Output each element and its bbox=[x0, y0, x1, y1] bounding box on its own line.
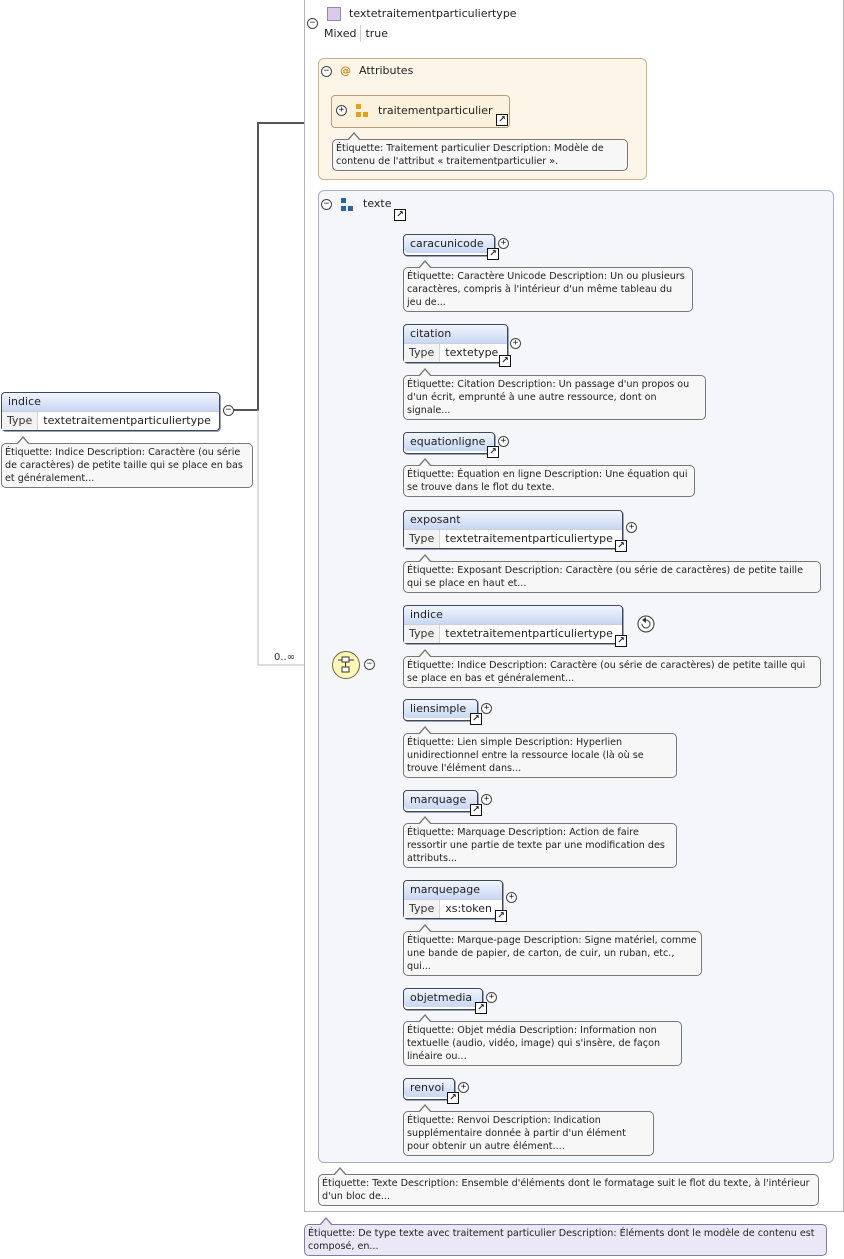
element-name: caracunicode bbox=[404, 235, 494, 253]
sequence-symbol-icon bbox=[338, 656, 354, 673]
reference-arrow-icon[interactable]: ↗ bbox=[447, 1092, 459, 1104]
element-exposant[interactable]: exposant Type textetraitementparticulier… bbox=[403, 510, 623, 549]
type-value: textetype bbox=[445, 346, 499, 359]
type-value: textetraitementparticuliertype bbox=[43, 414, 211, 427]
expand-icon[interactable]: + bbox=[486, 992, 497, 1003]
expand-icon[interactable]: + bbox=[458, 1082, 469, 1093]
reference-arrow-icon[interactable]: ↗ bbox=[487, 248, 499, 260]
element-liensimple[interactable]: liensimple bbox=[403, 699, 478, 721]
collapse-icon[interactable]: − bbox=[321, 66, 332, 77]
reference-arrow-icon[interactable]: ↗ bbox=[487, 446, 499, 458]
element-name: marquage bbox=[404, 791, 477, 809]
root-element-indice[interactable]: indice Type textetraitementparticulierty… bbox=[1, 392, 220, 431]
attributes-title: Attributes bbox=[359, 64, 414, 77]
element-note: Étiquette: Renvoi Description: Indicatio… bbox=[403, 1104, 654, 1156]
type-row: Type textetraitementparticuliertype bbox=[2, 411, 219, 430]
element-indice[interactable]: indice Type textetraitementparticulierty… bbox=[403, 605, 623, 644]
type-row: Type textetraitementparticuliertype bbox=[404, 529, 622, 548]
group-icon bbox=[341, 198, 353, 211]
element-note: Étiquette: Marquage Description: Action … bbox=[403, 816, 677, 868]
element-name: indice bbox=[2, 393, 219, 411]
sequence-compositor-icon[interactable] bbox=[332, 651, 360, 679]
expand-icon[interactable]: + bbox=[481, 794, 492, 805]
occurrence-label: 0..∞ bbox=[274, 652, 296, 663]
element-note: Étiquette: Marque-page Description: Sign… bbox=[403, 924, 702, 976]
element-note: Étiquette: Exposant Description: Caractè… bbox=[403, 554, 821, 593]
type-label: Type bbox=[2, 412, 39, 430]
element-name: objetmedia bbox=[404, 989, 482, 1007]
reference-arrow-icon[interactable]: ↗ bbox=[475, 1002, 487, 1014]
mixed-label: Mixed bbox=[320, 25, 362, 42]
group-name: texte bbox=[363, 197, 392, 210]
element-name: equationligne bbox=[404, 433, 494, 451]
element-name: exposant bbox=[404, 511, 622, 529]
reference-arrow-icon[interactable]: ↗ bbox=[615, 540, 627, 552]
group-note: Étiquette: Texte Description: Ensemble d… bbox=[318, 1167, 819, 1206]
mixed-row: Mixed true bbox=[320, 25, 392, 42]
recursion-icon[interactable] bbox=[636, 614, 656, 634]
element-note: Étiquette: Caractère Unicode Description… bbox=[403, 260, 693, 312]
element-name: citation bbox=[404, 325, 507, 343]
type-row: Type textetraitementparticuliertype bbox=[404, 624, 622, 643]
attribute-icon: @ bbox=[340, 64, 351, 77]
reference-arrow-icon[interactable]: ↗ bbox=[394, 209, 406, 221]
expand-icon[interactable]: + bbox=[498, 436, 509, 447]
element-citation[interactable]: citation Type textetype bbox=[403, 324, 508, 363]
root-note: Étiquette: Indice Description: Caractère… bbox=[1, 436, 253, 488]
element-marquepage[interactable]: marquepage Type xs:token bbox=[403, 880, 503, 919]
expand-icon[interactable]: + bbox=[498, 238, 509, 249]
expand-icon[interactable]: + bbox=[510, 338, 521, 349]
element-name: liensimple bbox=[404, 700, 477, 718]
attribute-note: Étiquette: Traitement particulier Descri… bbox=[332, 132, 628, 171]
type-value: xs:token bbox=[445, 902, 492, 915]
collapse-icon[interactable]: − bbox=[307, 18, 318, 29]
reference-arrow-icon[interactable]: ↗ bbox=[615, 635, 627, 647]
element-caracunicode[interactable]: caracunicode bbox=[403, 234, 495, 256]
complex-type-icon bbox=[327, 7, 341, 21]
reference-arrow-icon[interactable]: ↗ bbox=[499, 355, 511, 367]
element-note: Étiquette: Indice Description: Caractère… bbox=[403, 649, 821, 688]
complex-type-name: textetraitementparticuliertype bbox=[349, 7, 517, 20]
type-value: textetraitementparticuliertype bbox=[445, 532, 613, 545]
type-label: Type bbox=[404, 344, 441, 362]
reference-arrow-icon[interactable]: ↗ bbox=[470, 804, 482, 816]
reference-arrow-icon[interactable]: ↗ bbox=[495, 910, 507, 922]
type-row: Type xs:token bbox=[404, 899, 502, 918]
expand-icon[interactable]: + bbox=[506, 892, 517, 903]
type-label: Type bbox=[404, 625, 441, 643]
element-note: Étiquette: Objet média Description: Info… bbox=[403, 1014, 682, 1066]
collapse-icon[interactable]: − bbox=[321, 199, 332, 210]
element-note: Étiquette: Équation en ligne Description… bbox=[403, 458, 695, 497]
reference-arrow-icon[interactable]: ↗ bbox=[496, 114, 508, 126]
element-note: Étiquette: Lien simple Description: Hype… bbox=[403, 726, 677, 778]
element-marquage[interactable]: marquage bbox=[403, 790, 478, 812]
type-value: textetraitementparticuliertype bbox=[445, 627, 613, 640]
element-equationligne[interactable]: equationligne bbox=[403, 432, 495, 454]
expand-icon[interactable]: + bbox=[481, 703, 492, 714]
expand-icon[interactable]: + bbox=[336, 105, 347, 116]
attribute-group-traitementparticulier[interactable]: + traitementparticulier ↗ bbox=[331, 95, 510, 128]
expand-icon[interactable]: + bbox=[626, 522, 637, 533]
attribute-group-label: traitementparticulier bbox=[378, 104, 493, 117]
type-row: Type textetype bbox=[404, 343, 507, 362]
attribute-group-icon bbox=[356, 104, 368, 117]
type-label: Type bbox=[404, 900, 441, 918]
element-name: renvoi bbox=[404, 1079, 454, 1097]
complex-type-note: Étiquette: De type texte avec traitement… bbox=[304, 1217, 827, 1256]
element-renvoi[interactable]: renvoi bbox=[403, 1078, 455, 1100]
element-name: marquepage bbox=[404, 881, 502, 899]
element-objetmedia[interactable]: objetmedia bbox=[403, 988, 483, 1010]
element-note: Étiquette: Citation Description: Un pass… bbox=[403, 368, 706, 420]
type-label: Type bbox=[404, 530, 441, 548]
collapse-icon[interactable]: − bbox=[364, 659, 375, 670]
collapse-icon[interactable]: − bbox=[223, 405, 234, 416]
element-name: indice bbox=[404, 606, 622, 624]
reference-arrow-icon[interactable]: ↗ bbox=[470, 713, 482, 725]
mixed-value: true bbox=[365, 27, 389, 40]
